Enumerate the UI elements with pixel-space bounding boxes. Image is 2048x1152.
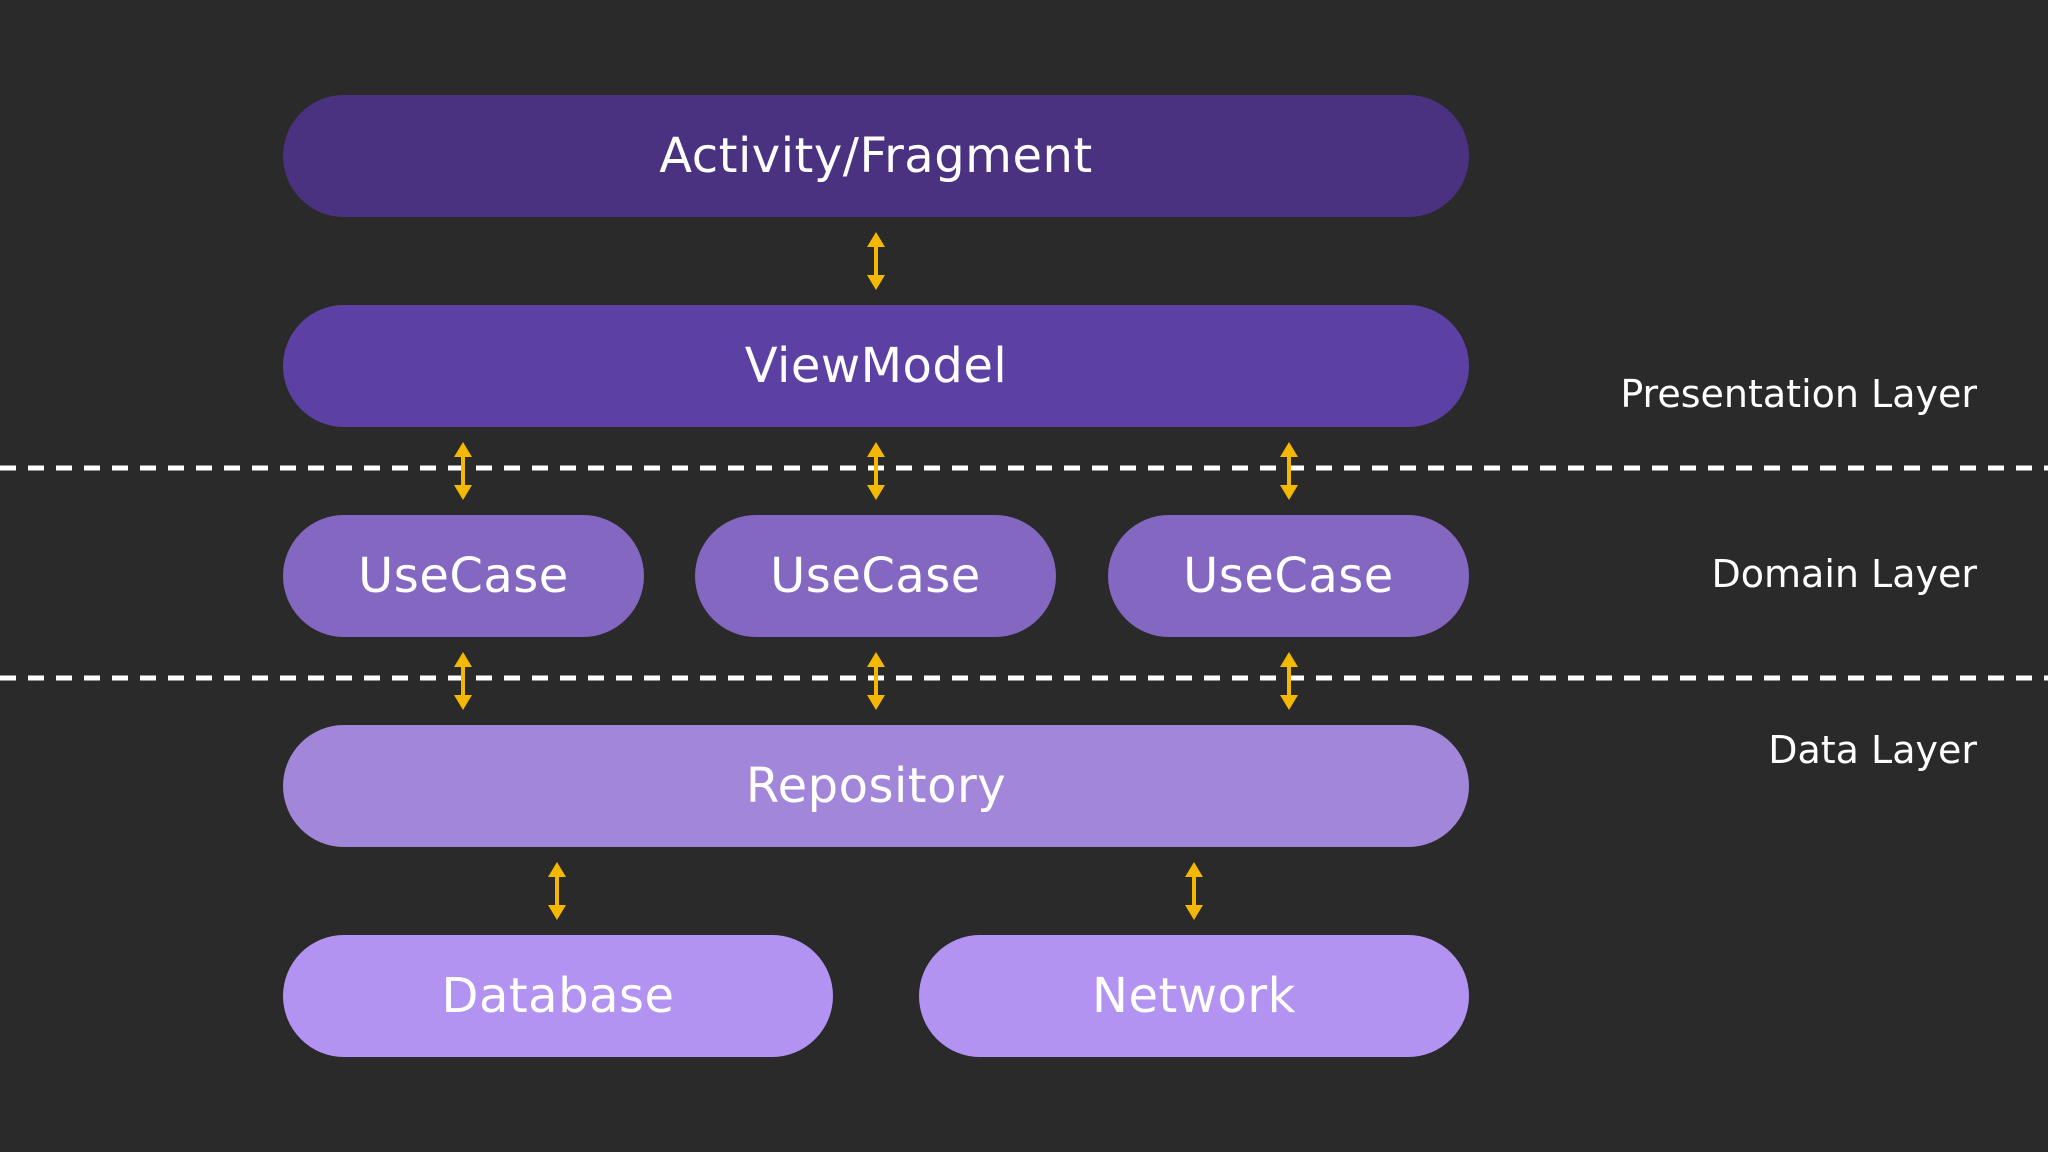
usecase3-repository-arrow	[1280, 652, 1298, 710]
repository-database-arrow	[548, 862, 566, 920]
domain-layer-label: Domain Layer	[1711, 552, 1977, 596]
repository-label: Repository	[745, 758, 1007, 814]
database-label: Database	[441, 968, 675, 1024]
viewmodel-label: ViewModel	[744, 338, 1008, 394]
repository-node: Repository	[283, 725, 1469, 847]
activity-viewmodel-arrow	[867, 232, 885, 290]
data-layer-label: Data Layer	[1768, 728, 1977, 772]
usecase2-repository-arrow	[867, 652, 885, 710]
presentation-layer-label: Presentation Layer	[1620, 372, 1977, 416]
viewmodel-usecase2-arrow	[867, 442, 885, 500]
network-label: Network	[1092, 968, 1296, 1024]
usecase-node-3: UseCase	[1108, 515, 1469, 637]
viewmodel-usecase3-arrow	[1280, 442, 1298, 500]
network-node: Network	[919, 935, 1469, 1057]
activity-fragment-label: Activity/Fragment	[659, 128, 1093, 184]
usecase-label-2: UseCase	[770, 548, 981, 604]
usecase-label-3: UseCase	[1183, 548, 1394, 604]
activity-fragment-node: Activity/Fragment	[283, 95, 1469, 217]
usecase-node-1: UseCase	[283, 515, 644, 637]
viewmodel-node: ViewModel	[283, 305, 1469, 427]
usecase-node-2: UseCase	[695, 515, 1056, 637]
viewmodel-usecase1-arrow	[454, 442, 472, 500]
repository-network-arrow	[1185, 862, 1203, 920]
usecase-label-1: UseCase	[358, 548, 569, 604]
usecase1-repository-arrow	[454, 652, 472, 710]
database-node: Database	[283, 935, 833, 1057]
